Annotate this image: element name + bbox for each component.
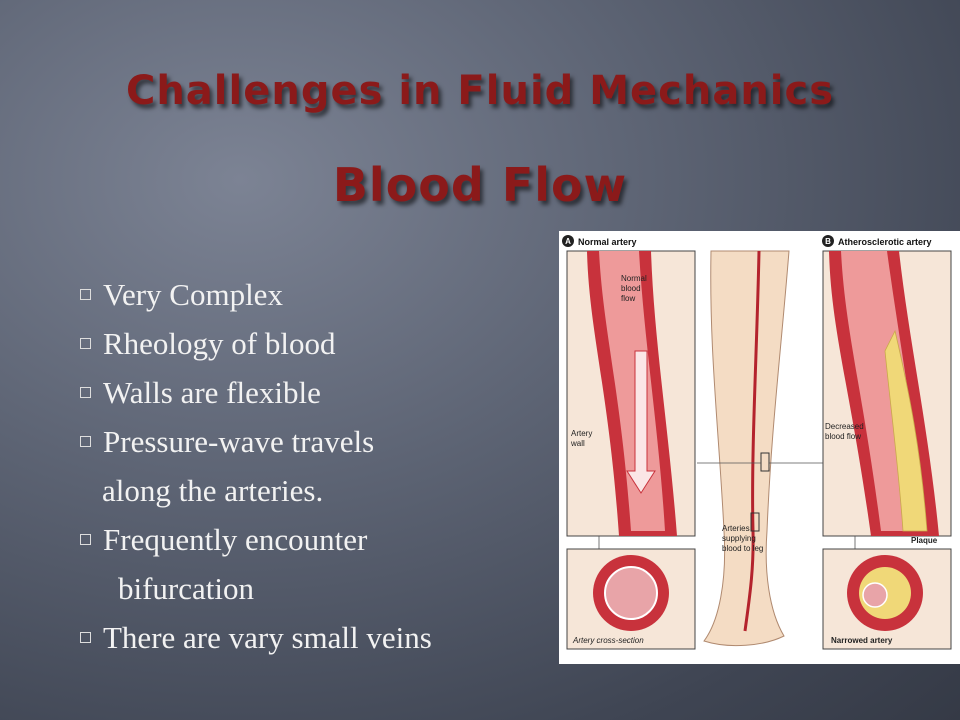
plaque-shape — [884, 329, 928, 532]
flow-arrow-icon — [626, 350, 656, 494]
normal-flow-label-3: flow — [621, 294, 635, 303]
zoom-box-upper — [760, 452, 770, 472]
narrowed-label: Narrowed artery — [831, 636, 893, 645]
square-bullet-icon — [80, 387, 91, 399]
bullet-item: There are vary small veins — [80, 613, 432, 662]
panel-a-badge: A — [565, 237, 571, 246]
panel-b-title: Atherosclerotic artery — [838, 237, 932, 247]
slide-subtitle: Blood Flow — [332, 158, 628, 212]
arteries-leg-label-2: supplying — [722, 534, 756, 543]
bullet-item: Rheology of blood — [80, 319, 432, 368]
square-bullet-icon — [80, 534, 91, 546]
panel-a-badge-icon — [562, 235, 574, 247]
zoom-box-lower — [750, 512, 760, 532]
artery-illustration: A Normal artery B Atherosclerotic artery… — [559, 231, 960, 664]
narrowed-cross-section-lumen — [862, 582, 888, 608]
decreased-flow-label-2: blood flow — [825, 432, 861, 441]
decreased-flow-label-1: Decreased — [825, 422, 864, 431]
square-bullet-icon — [80, 338, 91, 350]
normal-flow-label-2: blood — [621, 284, 641, 293]
square-bullet-icon — [80, 632, 91, 644]
bullet-item: Walls are flexible — [80, 368, 432, 417]
bullet-item: Very Complex — [80, 270, 432, 319]
normal-artery-lumen — [599, 251, 665, 531]
bullet-item: Frequently encounter — [80, 515, 432, 564]
panel-b-badge-icon — [822, 235, 834, 247]
artery-diagram: A Normal artery B Atherosclerotic artery… — [562, 235, 952, 650]
arteries-leg-label-3: blood to leg — [722, 544, 763, 553]
plaque-label: Plaque — [911, 536, 938, 545]
normal-flow-label-1: Normal — [621, 274, 647, 283]
bullet-continuation: bifurcation — [118, 571, 255, 606]
bullet-continuation: along the arteries. — [102, 473, 324, 508]
arteries-leg-label-1: Arteries — [722, 524, 750, 533]
bullet-item: Pressure-wave travels — [80, 417, 432, 466]
artery-wall-label-1: Artery — [571, 429, 592, 438]
panel-a-title: Normal artery — [578, 237, 637, 247]
artery-wall-label-2: wall — [570, 439, 585, 448]
leg-artery-line — [743, 250, 761, 632]
panel-b-badge: B — [825, 237, 831, 246]
normal-cross-section-lumen — [604, 566, 658, 620]
square-bullet-icon — [80, 289, 91, 301]
leg-illustration — [703, 250, 790, 647]
square-bullet-icon — [80, 436, 91, 448]
slide-title: Challenges in Fluid Mechanics — [125, 68, 835, 114]
cross-section-label: Artery cross-section — [572, 636, 644, 645]
bullet-list: Very Complex Rheology of blood Walls are… — [80, 270, 432, 662]
